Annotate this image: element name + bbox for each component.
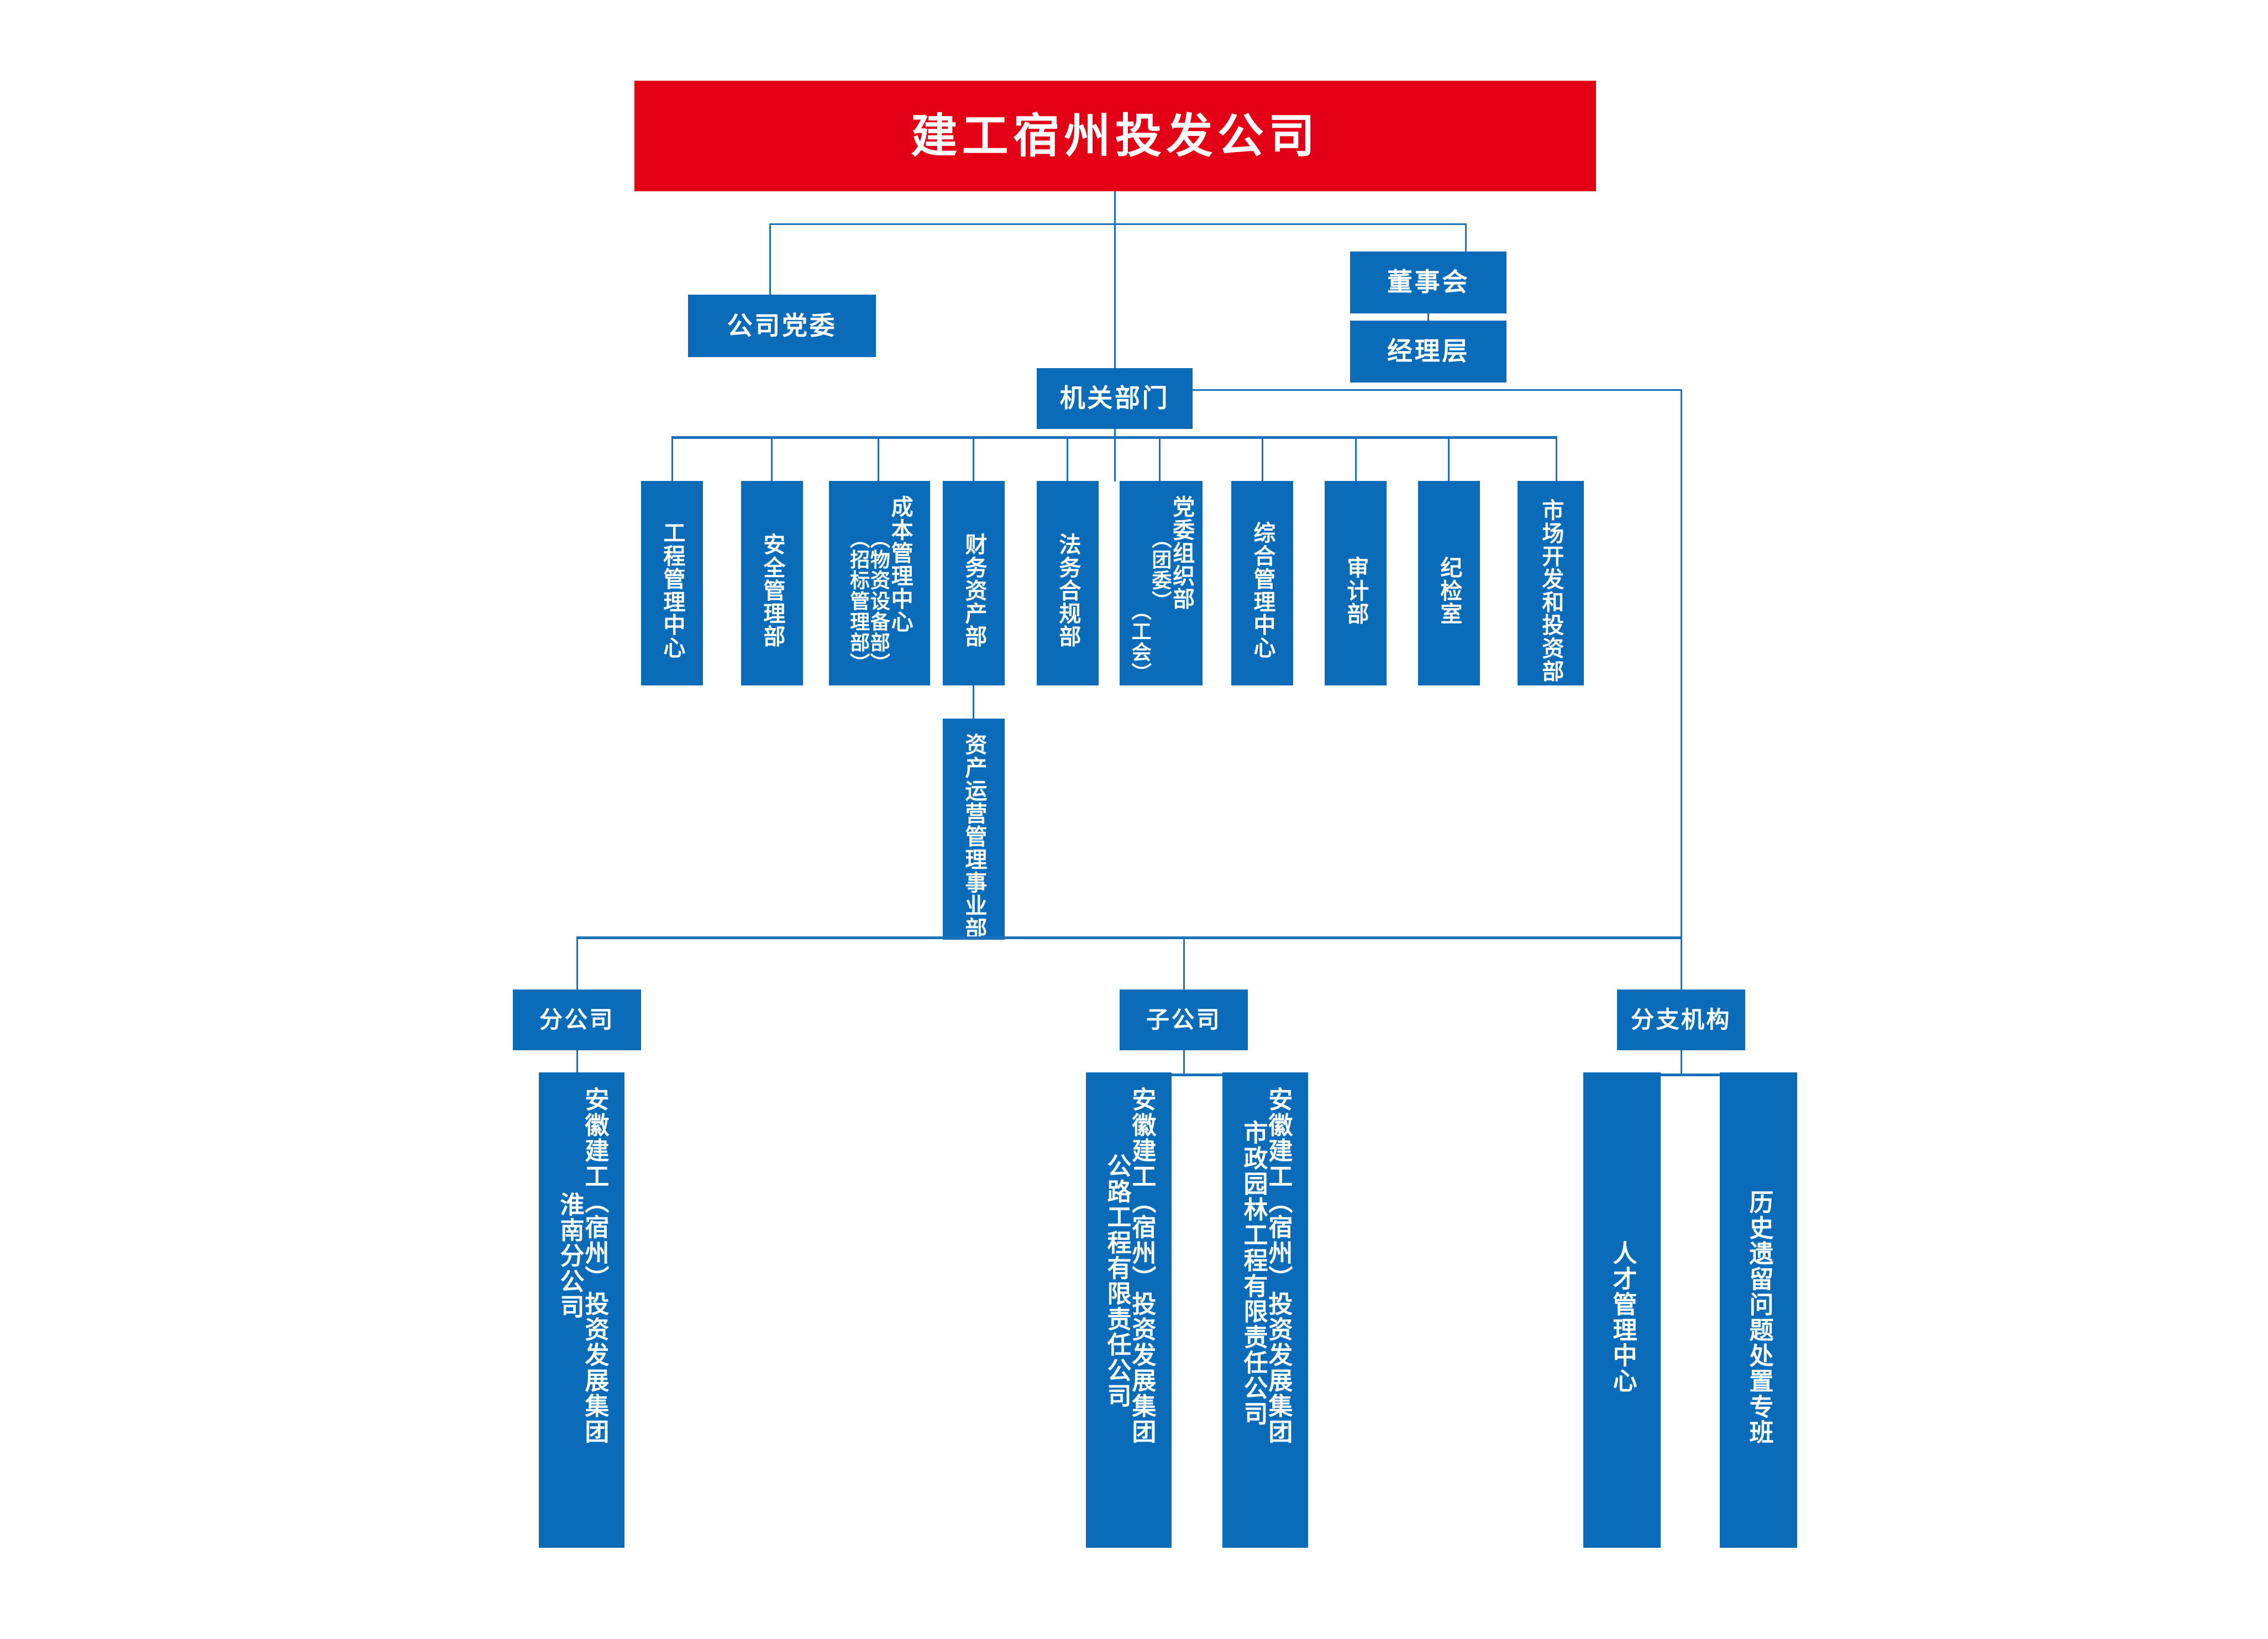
node-dept-asset-operations-label: 资产运营管理事业部 — [962, 732, 986, 940]
connector-dept-stem-cost — [878, 436, 879, 482]
root-node-label: 建工宿州投发公司 — [911, 109, 1320, 162]
node-group-branch-company[interactable]: 分公司 — [513, 989, 641, 1050]
node-dept-party-org-sub1-label: （团委） — [1149, 528, 1172, 611]
node-dept-cost-label: 成本管理中心 — [888, 495, 912, 633]
connector-dept-stem-market — [1556, 436, 1557, 482]
node-dept-audit-label: 审计部 — [1343, 556, 1368, 625]
node-dept-discipline-label: 纪检室 — [1437, 556, 1462, 625]
node-entity-landscape-label: 安徽建工（宿州）投资发展集团 — [1264, 1087, 1292, 1444]
node-entity-huainan-branch[interactable]: 安徽建工（宿州）投资发展集团 淮南分公司 — [539, 1072, 624, 1548]
node-departments-head-label: 机关部门 — [1059, 384, 1170, 413]
connector-subsidiary-drop — [1183, 1050, 1185, 1075]
connector-branch-org-drop — [1681, 1050, 1682, 1075]
connector-tier2-bus — [769, 223, 1467, 225]
node-entity-talent-center-label: 人才管理中心 — [1609, 1240, 1636, 1394]
connector-department-bus — [671, 436, 1557, 439]
node-dept-asset-operations[interactable]: 资产运营管理事业部 — [943, 719, 1005, 940]
connector-finance-to-asset-ops — [973, 685, 974, 722]
node-entity-highway-label: 安徽建工（宿州）投资发展集团 — [1128, 1087, 1156, 1444]
node-entity-huainan-branch-label: 安徽建工（宿州）投资发展集团 — [581, 1087, 608, 1444]
node-dept-general-label: 综合管理中心 — [1250, 521, 1275, 659]
node-dept-audit[interactable]: 审计部 — [1325, 481, 1387, 685]
node-group-branch-org[interactable]: 分支机构 — [1617, 989, 1745, 1050]
node-dept-finance-label: 财务资产部 — [962, 533, 986, 648]
node-dept-party-org-sub2-label: （工会） — [1128, 600, 1152, 683]
node-dept-general[interactable]: 综合管理中心 — [1231, 481, 1293, 685]
node-dept-engineering-label: 工程管理中心 — [660, 521, 685, 659]
connector-dept-stem-safety — [771, 436, 773, 482]
connector-dept-stem-engineering — [671, 436, 673, 482]
connector-branch-org-split-bus — [1621, 1074, 1759, 1076]
node-group-branch-company-label: 分公司 — [539, 1007, 615, 1033]
connector-departments-head-stem — [1114, 429, 1116, 481]
node-dept-legal-label: 法务合规部 — [1056, 533, 1080, 648]
node-board-of-directors[interactable]: 董事会 — [1350, 252, 1506, 313]
connector-dept-stem-discipline — [1448, 436, 1450, 482]
connector-dept-stem-general — [1262, 436, 1263, 482]
connector-bottom-stem-branch-org — [1681, 936, 1682, 992]
connector-branch-company-child-stem — [576, 1050, 578, 1075]
connector-right-branch-vertical — [1681, 389, 1682, 938]
node-entity-legacy-taskforce-label: 历史遗留问题处置专班 — [1745, 1190, 1773, 1445]
node-dept-market-label: 市场开发和投资部 — [1539, 498, 1563, 683]
connector-dept-stem-legal — [1067, 436, 1068, 482]
node-group-branch-org-label: 分支机构 — [1631, 1007, 1731, 1033]
node-entity-highway[interactable]: 安徽建工（宿州）投资发展集团 公路工程有限责任公司 — [1086, 1072, 1172, 1548]
connector-dept-stem-finance — [973, 436, 974, 482]
root-node-company[interactable]: 建工宿州投发公司 — [634, 81, 1596, 191]
node-management-layer-label: 经理层 — [1387, 337, 1470, 366]
node-group-subsidiary-label: 子公司 — [1146, 1007, 1222, 1033]
node-entity-landscape-sub-label: 市政园林工程有限责任公司 — [1240, 1120, 1267, 1427]
node-dept-safety[interactable]: 安全管理部 — [741, 481, 803, 685]
connector-root-spine — [1114, 191, 1116, 390]
connector-bottom-bus — [576, 936, 1682, 939]
node-group-subsidiary[interactable]: 子公司 — [1120, 989, 1248, 1050]
node-dept-cost-sub2-label: （招标管理部） — [847, 528, 870, 674]
node-dept-discipline[interactable]: 纪检室 — [1418, 481, 1480, 685]
node-dept-market[interactable]: 市场开发和投资部 — [1518, 481, 1584, 685]
connector-subsidiary-split-bus — [1124, 1074, 1262, 1076]
node-dept-legal[interactable]: 法务合规部 — [1037, 481, 1099, 685]
connector-bottom-stem-subsidiary — [1183, 936, 1185, 992]
node-dept-party-org-label: 党委组织部 — [1169, 495, 1194, 610]
node-party-committee-label: 公司党委 — [727, 311, 837, 340]
node-party-committee[interactable]: 公司党委 — [688, 295, 876, 357]
node-entity-highway-sub-label: 公路工程有限责任公司 — [1103, 1153, 1131, 1408]
node-entity-landscape[interactable]: 安徽建工（宿州）投资发展集团 市政园林工程有限责任公司 — [1222, 1072, 1308, 1548]
connector-dept-stem-audit — [1355, 436, 1357, 482]
node-board-of-directors-label: 董事会 — [1387, 268, 1470, 297]
node-dept-cost[interactable]: 成本管理中心 （物资设备部） （招标管理部） — [829, 481, 930, 685]
connector-bottom-stem-branch-company — [576, 936, 578, 992]
node-dept-engineering[interactable]: 工程管理中心 — [641, 481, 703, 685]
node-dept-cost-sub1-label: （物资设备部） — [867, 528, 890, 674]
node-entity-talent-center[interactable]: 人才管理中心 — [1583, 1072, 1661, 1548]
node-departments-head[interactable]: 机关部门 — [1037, 368, 1193, 429]
node-entity-legacy-taskforce[interactable]: 历史遗留问题处置专班 — [1720, 1072, 1797, 1548]
node-dept-party-org[interactable]: 党委组织部 （团委） （工会） — [1120, 481, 1203, 685]
connector-dept-stem-party-org — [1159, 436, 1161, 482]
node-entity-huainan-branch-sub-label: 淮南分公司 — [556, 1192, 584, 1319]
connector-party-stem — [769, 223, 771, 295]
node-dept-finance[interactable]: 财务资产部 — [943, 481, 1005, 685]
connector-right-branch-horizontal — [1193, 389, 1682, 391]
node-management-layer[interactable]: 经理层 — [1350, 321, 1506, 383]
node-dept-safety-label: 安全管理部 — [760, 533, 785, 648]
